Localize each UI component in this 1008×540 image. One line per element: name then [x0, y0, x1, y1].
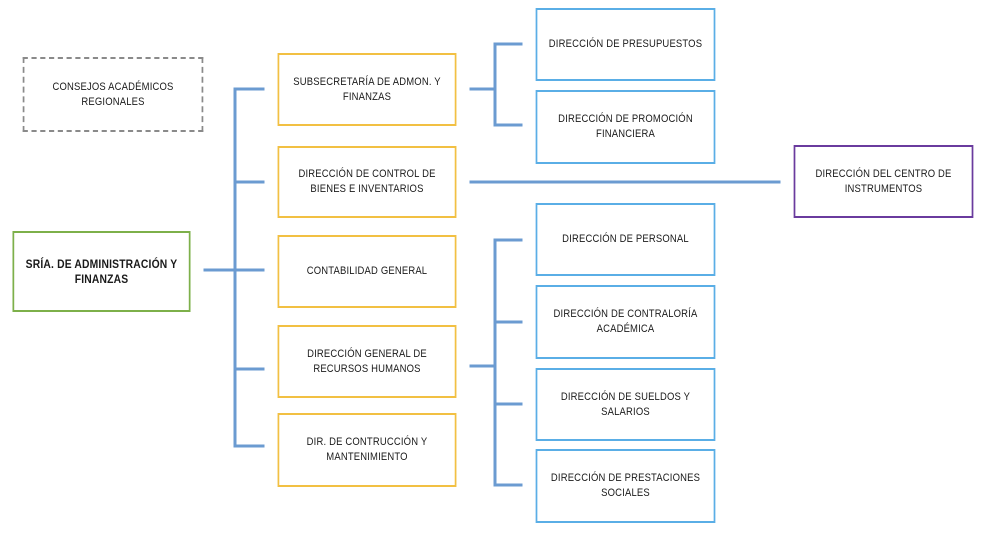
- node-label: DIRECCIÓN DEL CENTRO DE INSTRUMENTOS: [815, 167, 952, 195]
- node-sueldos-salarios: DIRECCIÓN DE SUELDOS Y SALARIOS: [535, 368, 716, 441]
- node-personal: DIRECCIÓN DE PERSONAL: [535, 203, 716, 276]
- node-contraloria-academica: DIRECCIÓN DE CONTRALORÍA ACADÉMICA: [535, 285, 716, 359]
- node-control-bienes: DIRECCIÓN DE CONTROL DE BIENES E INVENTA…: [277, 146, 457, 218]
- node-label: DIRECCIÓN DE CONTRALORÍA ACADÉMICA: [553, 308, 698, 335]
- node-prestaciones-sociales: DIRECCIÓN DE PRESTACIONES SOCIALES: [535, 449, 716, 523]
- node-presupuestos: DIRECCIÓN DE PRESUPUESTOS: [535, 8, 716, 81]
- node-label: SRÍA. DE ADMINISTRACIÓN Y FINANZAS: [25, 256, 178, 286]
- node-label: DIRECCIÓN GENERAL DE RECURSOS HUMANOS: [307, 347, 427, 375]
- node-label: CONSEJOS ACADÉMICOS REGIONALES: [52, 80, 174, 108]
- node-label: DIR. DE CONTRUCCIÓN Y MANTENIMIENTO: [306, 436, 428, 463]
- node-recursos-humanos: DIRECCIÓN GENERAL DE RECURSOS HUMANOS: [277, 325, 457, 398]
- node-label: DIRECCIÓN DE PERSONAL: [562, 233, 689, 245]
- node-contabilidad-general: CONTABILIDAD GENERAL: [277, 235, 457, 308]
- node-label: DIRECCIÓN DE PROMOCIÓN FINANCIERA: [558, 113, 693, 140]
- node-label: CONTABILIDAD GENERAL: [306, 265, 428, 277]
- node-label: DIRECCIÓN DE CONTROL DE BIENES E INVENTA…: [298, 168, 436, 195]
- node-consejos-academicos: CONSEJOS ACADÉMICOS REGIONALES: [22, 57, 204, 132]
- node-sria-administracion-finanzas: SRÍA. DE ADMINISTRACIÓN Y FINANZAS: [12, 231, 191, 312]
- node-label: SUBSECRETARÍA DE ADMON. Y FINANZAS: [293, 75, 441, 103]
- node-label: DIRECCIÓN DE PRESUPUESTOS: [548, 38, 703, 50]
- node-promocion-financiera: DIRECCIÓN DE PROMOCIÓN FINANCIERA: [535, 90, 716, 164]
- node-label: DIRECCIÓN DE PRESTACIONES SOCIALES: [550, 472, 701, 499]
- node-construccion-mantenimiento: DIR. DE CONTRUCCIÓN Y MANTENIMIENTO: [277, 413, 457, 487]
- node-centro-instrumentos: DIRECCIÓN DEL CENTRO DE INSTRUMENTOS: [793, 145, 974, 218]
- node-subsecretaria: SUBSECRETARÍA DE ADMON. Y FINANZAS: [277, 53, 457, 126]
- node-label: DIRECCIÓN DE SUELDOS Y SALARIOS: [560, 390, 691, 418]
